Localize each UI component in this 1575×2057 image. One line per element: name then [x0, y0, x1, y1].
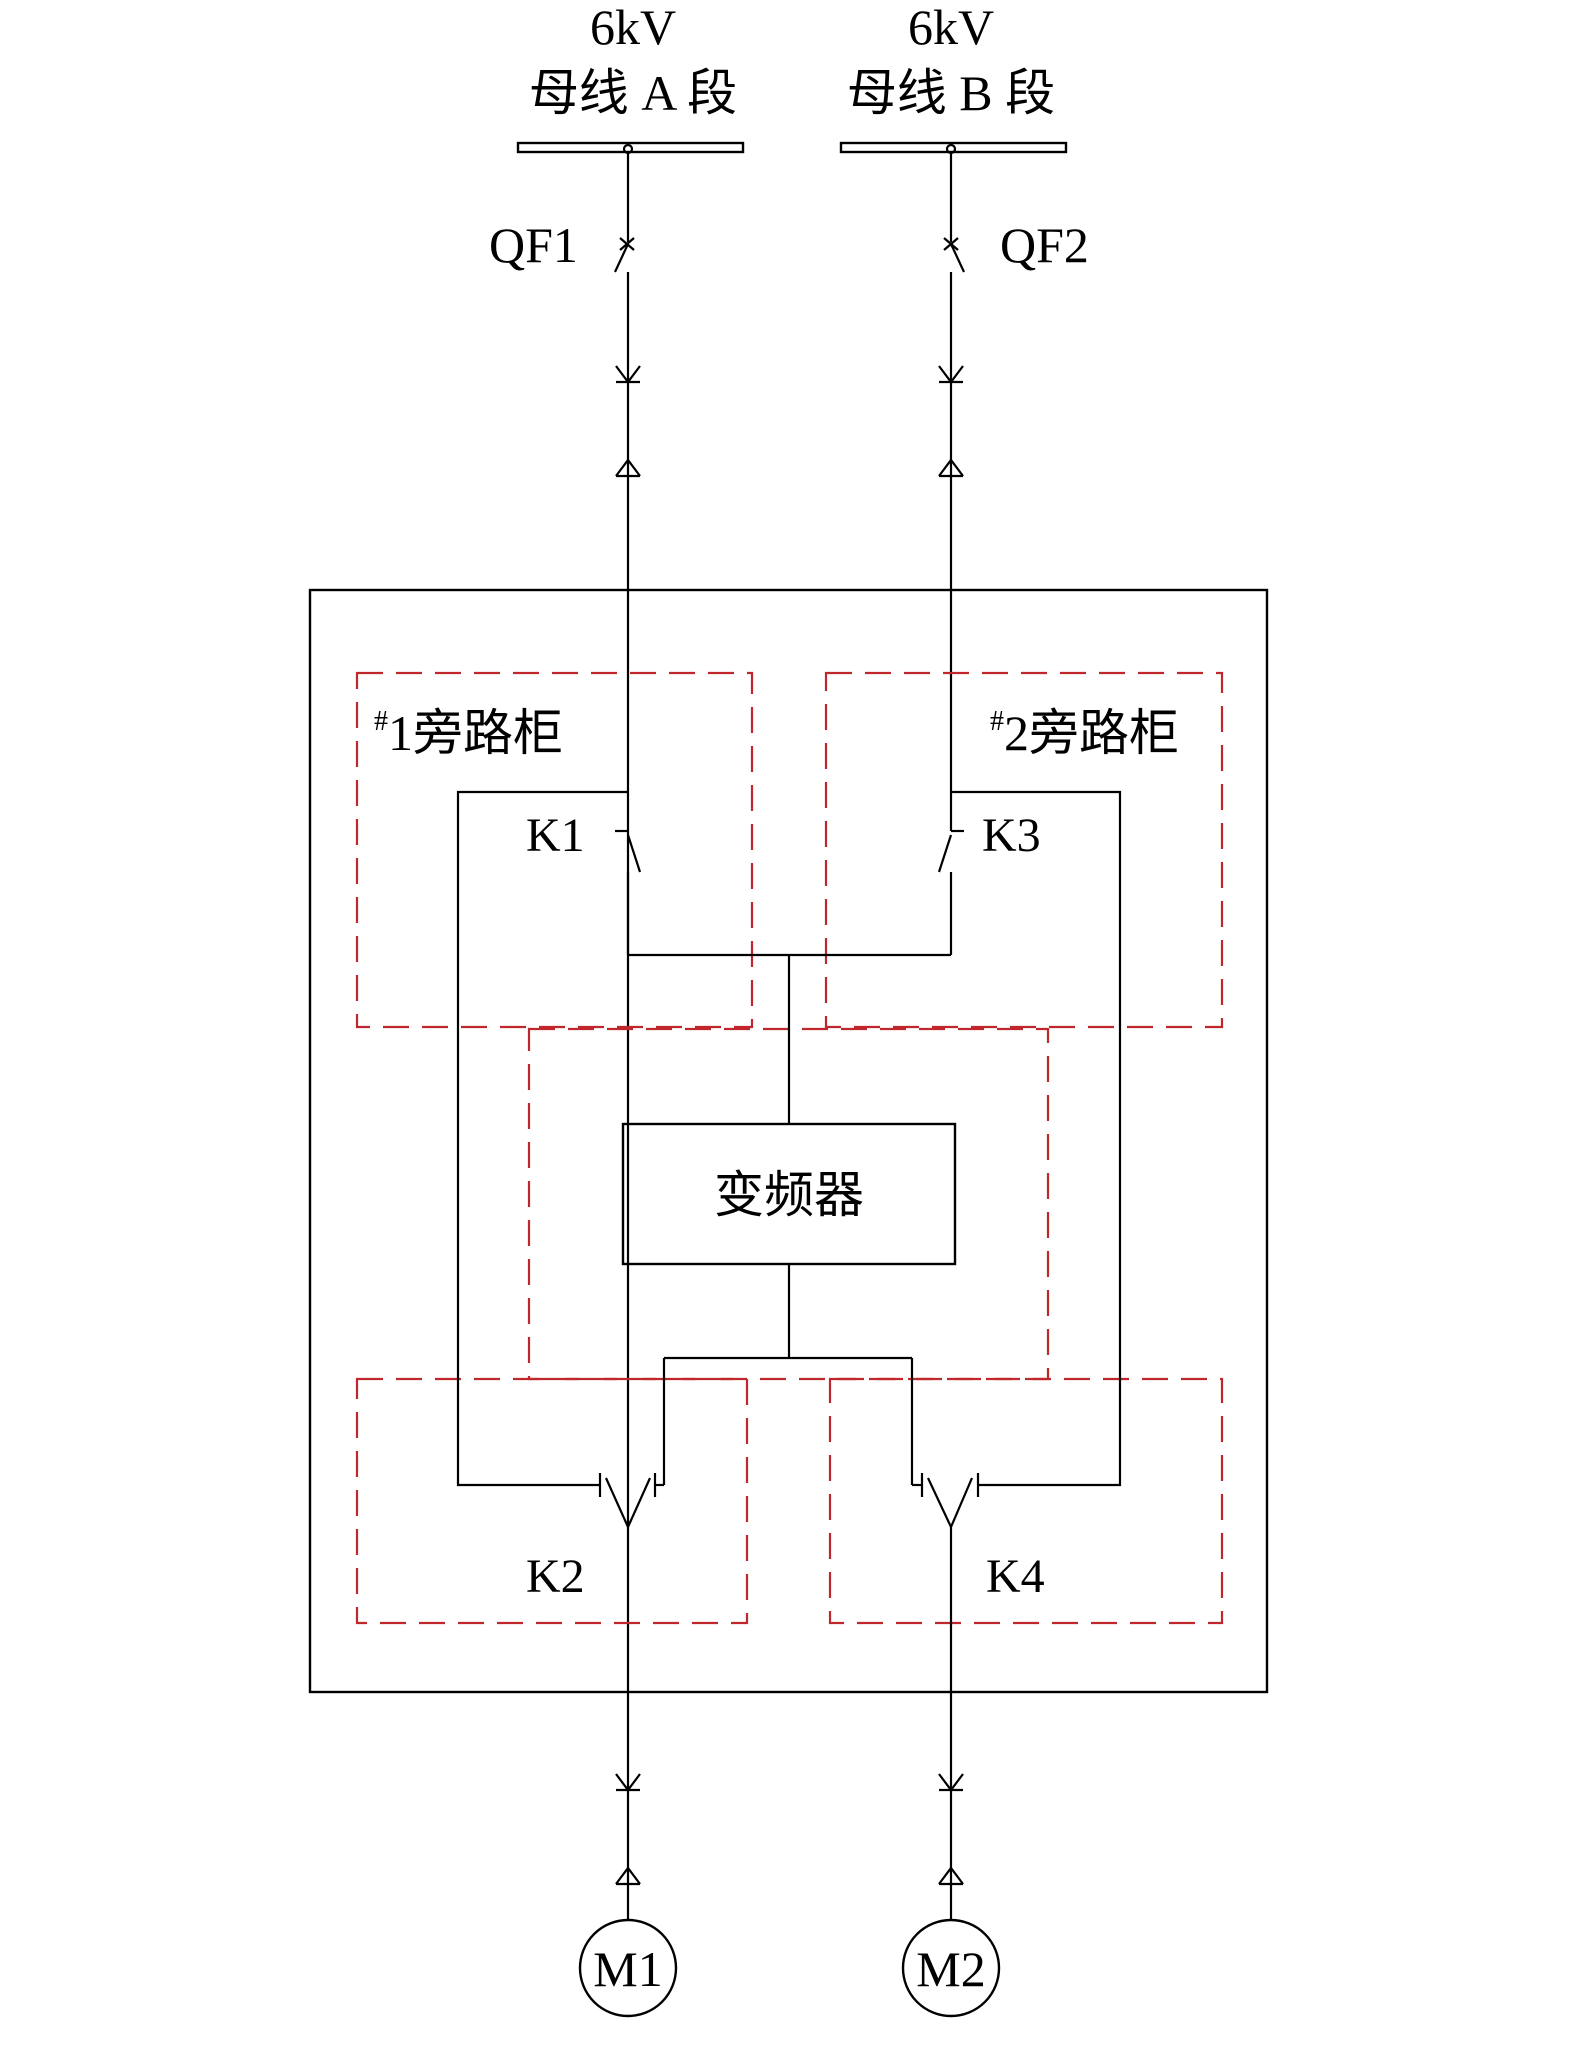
qf2-label: QF2 [1000, 217, 1089, 273]
bypass-cabinet-2-lower-boundary [828, 1377, 1224, 1625]
k2-label: K2 [526, 1550, 585, 1603]
bus-b-voltage-label: 6kV [908, 0, 994, 55]
cabinet-enclosure [308, 588, 1269, 1694]
qf1-breaker [614, 153, 635, 1920]
bus-b-name-label: 母线 B 段 [847, 65, 1055, 121]
qf1-plug-connector [615, 365, 641, 478]
motor-m1 [578, 1918, 678, 2018]
k3-switch [937, 792, 964, 955]
qf2-plug-connector [938, 272, 964, 792]
k3-label: K3 [982, 809, 1041, 862]
qf1-label: QF1 [489, 217, 578, 273]
m2-plug-connector [938, 1773, 964, 1886]
k4-switch [912, 1473, 980, 1920]
converter-output-bus [662, 1264, 914, 1485]
bypass-cabinet-2-title: #2旁路柜 [990, 705, 1179, 761]
qf2-breaker [943, 153, 965, 273]
m1-plug-connector [615, 1773, 641, 1886]
bypass-cabinet-1-boundary [355, 671, 754, 1029]
k1-label: K1 [526, 809, 585, 862]
motor-m2 [901, 1918, 1001, 2018]
k4-label: K4 [986, 1550, 1045, 1603]
converter-input-bus [628, 953, 951, 1124]
bypass-wiring [456, 790, 1122, 1487]
k2-switch [598, 1473, 664, 1528]
frequency-converter-label: 变频器 [714, 1167, 864, 1223]
k1-switch [615, 829, 642, 955]
bus-a-name-label: 母线 A 段 [529, 65, 737, 121]
motor-m1-label: M1 [593, 1941, 662, 1997]
bus-a-voltage-label: 6kV [590, 0, 676, 55]
bypass-cabinet-1-lower-boundary [355, 1377, 749, 1625]
motor-m2-label: M2 [916, 1941, 985, 1997]
bypass-cabinet-1-title: #1旁路柜 [374, 705, 563, 761]
bypass-cabinet-2-boundary [824, 671, 1224, 1029]
